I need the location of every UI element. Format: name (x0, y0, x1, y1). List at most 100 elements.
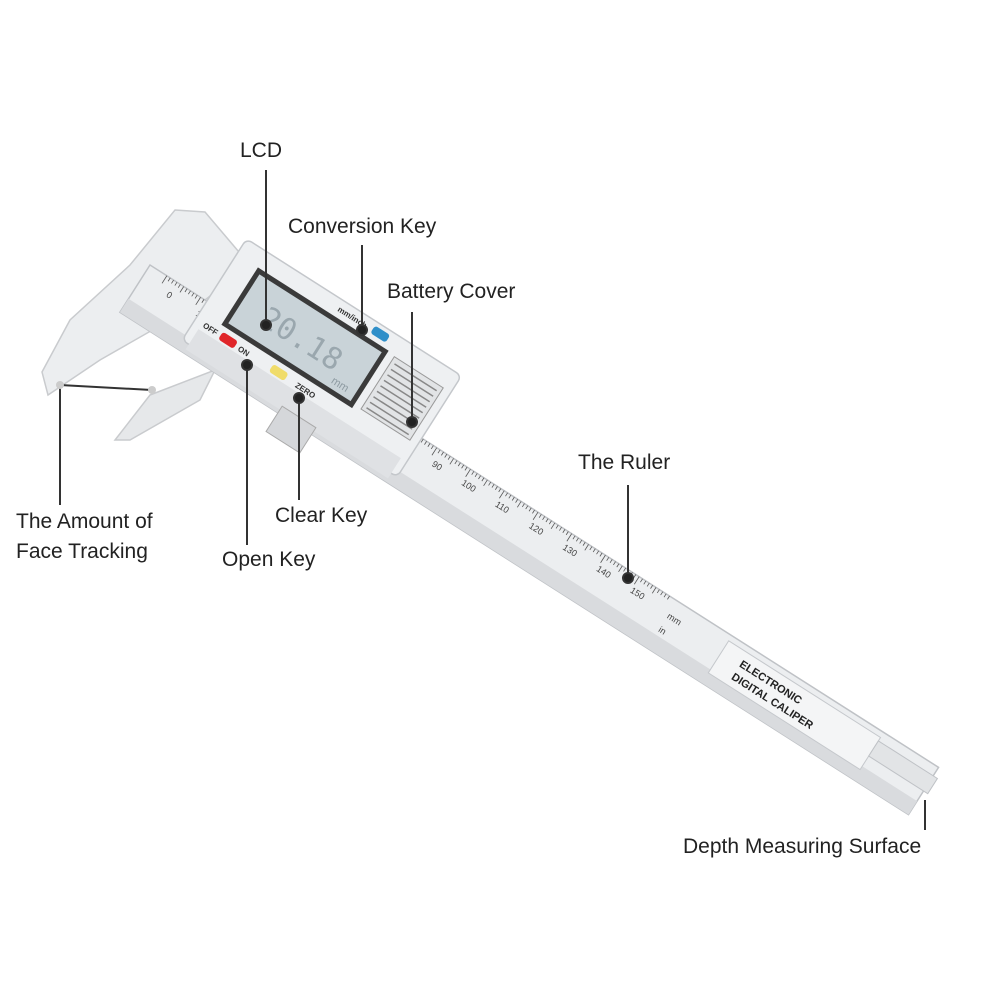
ruler-tick (575, 537, 579, 542)
battery-cover[interactable] (360, 356, 444, 441)
ruler-tick (548, 520, 552, 525)
ruler-tick (481, 477, 485, 482)
ruler-tick (424, 441, 427, 445)
ruler-tick (437, 449, 441, 454)
clear-key[interactable] (269, 364, 289, 381)
ruler-tick (640, 578, 643, 583)
ruler-tick (499, 490, 505, 499)
ruler-tick (565, 531, 569, 536)
ruler-tick (651, 587, 657, 594)
ruler-tick (465, 468, 471, 477)
ruler-tick (650, 585, 653, 589)
ruler-tick (663, 593, 667, 598)
ruler-tick (633, 574, 637, 579)
ruler-tick (566, 533, 573, 542)
ruler-tick (430, 445, 434, 450)
label-face-tracking-1: The Amount of (16, 510, 153, 533)
ruler-tick (167, 277, 171, 282)
ruler-tick (538, 514, 542, 518)
ruler-tick (589, 546, 593, 551)
ruler-tick (444, 453, 448, 458)
ruler-tick (545, 518, 549, 523)
conversion-key[interactable] (370, 325, 390, 342)
ruler-tick (532, 509, 535, 514)
ruler-tick (171, 279, 174, 284)
ruler-tick (596, 550, 600, 555)
battery-grill-line (369, 401, 413, 430)
ruler-tick (616, 563, 620, 568)
ruler-tick (532, 511, 539, 520)
ruler-tick (633, 576, 640, 585)
ruler-tick (191, 292, 195, 297)
open-key[interactable] (218, 332, 238, 349)
ruler-tick (508, 494, 512, 499)
battery-grill-line (380, 385, 424, 414)
ruler-tick (471, 471, 475, 475)
ruler-tick (516, 501, 522, 508)
ruler-tick (559, 526, 562, 531)
ruler-tick (177, 284, 181, 288)
ruler-tick (515, 499, 519, 503)
ruler-tick (179, 286, 185, 293)
ruler-tick (420, 438, 424, 443)
ruler-tick (667, 595, 670, 600)
label-depth-surface: Depth Measuring Surface (683, 835, 922, 858)
battery-grill-line (366, 407, 410, 436)
ruler-tick (582, 542, 586, 546)
scale-in-label: in (657, 624, 668, 636)
label-lcd: LCD (240, 139, 283, 162)
depth-rod (868, 740, 939, 795)
label-open-key: Open Key (222, 548, 316, 571)
ruler-tick (184, 288, 188, 293)
ruler-tick (646, 582, 650, 587)
label-conversion-key: Conversion Key (288, 215, 437, 238)
ruler-tick (618, 565, 623, 573)
ruler-tick (550, 522, 556, 530)
ruler-tick (511, 496, 515, 501)
tick-label: 90 (430, 459, 444, 473)
ruler-tick (606, 557, 610, 561)
ruler-tick (454, 460, 458, 465)
ruler-tick (572, 535, 576, 540)
ruler-tick (474, 473, 478, 478)
ruler-tick (161, 275, 168, 284)
ruler-tick (464, 466, 468, 471)
battery-grill-line (394, 363, 438, 392)
ruler-tick (483, 479, 488, 487)
ruler-tick (187, 290, 191, 295)
ruler-tick (600, 554, 606, 563)
ruler-tick (488, 481, 492, 486)
ruler-tick (599, 552, 603, 557)
ruler-tick (427, 443, 431, 447)
ruler-tick (498, 488, 502, 493)
tick-label: 0 (165, 290, 175, 301)
ruler-tick (643, 580, 647, 585)
ruler-tick (660, 591, 664, 596)
ruler-tick (613, 561, 616, 566)
ruler-tick (174, 281, 178, 286)
label-face-tracking-2: Face Tracking (16, 540, 148, 563)
ruler-tick (491, 484, 495, 488)
ruler-tick (478, 475, 481, 480)
ruler-tick (609, 559, 613, 564)
ruler-tick (525, 505, 529, 510)
ruler-tick (579, 539, 583, 544)
ruler-tick (461, 464, 465, 469)
ruler-tick (447, 456, 451, 460)
battery-grill-line (383, 379, 427, 408)
ruler-tick (494, 486, 498, 490)
ruler-tick (505, 492, 508, 497)
label-battery-cover: Battery Cover (387, 280, 516, 303)
ruler-tick (441, 451, 444, 456)
ruler-tick (542, 516, 546, 521)
ruler-tick (656, 589, 660, 594)
ruler-tick (195, 297, 201, 306)
ruler-tick (449, 458, 454, 465)
ruler-tick (584, 544, 589, 551)
ruler-tick (562, 529, 566, 533)
ruler-tick (521, 503, 525, 508)
ruler-tick (194, 294, 198, 299)
label-clear-key: Clear Key (275, 504, 368, 527)
